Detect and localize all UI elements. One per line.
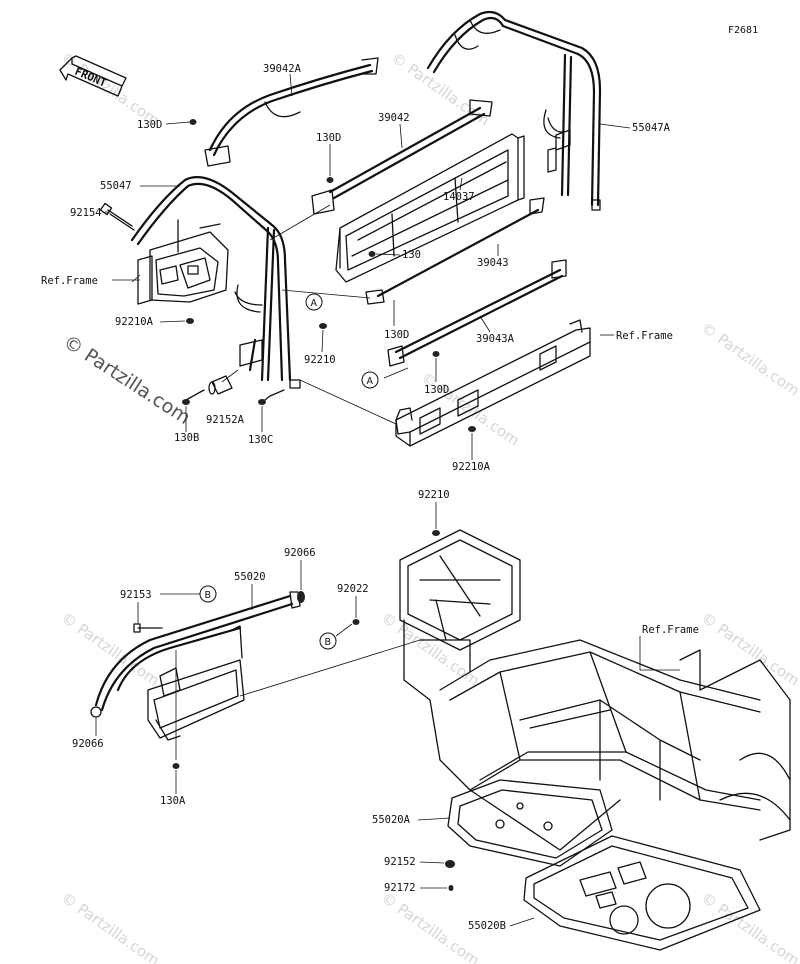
label-39042: 39042 [378, 112, 410, 124]
watermark-main: © Partzilla.com [59, 331, 194, 429]
label-92152: 92152 [384, 856, 416, 868]
part-92154-bolt [99, 202, 135, 231]
part-130C-bolt [258, 389, 285, 405]
callout-b-left: B [199, 585, 217, 603]
label-ref-frame: Ref.Frame [616, 330, 673, 342]
part-92152-collar [445, 860, 455, 868]
part-92153-bolt [133, 623, 163, 633]
part-130-screw [368, 251, 376, 257]
svg-text:A: A [367, 376, 374, 387]
part-main-frame [399, 529, 791, 851]
label-92172: 92172 [384, 882, 416, 894]
label-92210: 92210 [418, 489, 450, 501]
label-130C: 130C [248, 434, 273, 446]
part-39042-bar [311, 99, 493, 215]
label-92066: 92066 [284, 547, 316, 559]
label-130D: 130D [137, 119, 162, 131]
label-92210A: 92210A [115, 316, 154, 328]
label-39043: 39043 [477, 257, 509, 269]
watermark: © Partzilla.com [58, 889, 163, 964]
svg-text:A: A [311, 298, 318, 309]
callout-b-right: B [319, 632, 337, 650]
watermark: © Partzilla.com [698, 889, 800, 964]
part-92152A-collar [208, 369, 239, 395]
label-92022: 92022 [337, 583, 369, 595]
part-130A-screw [172, 763, 180, 769]
watermark: © Partzilla.com [58, 609, 163, 690]
label-55020B: 55020B [468, 920, 506, 932]
part-92210A-nut [468, 426, 476, 432]
part-130D-screw [432, 351, 440, 357]
part-92210-nut [319, 323, 327, 329]
label-130D: 130D [316, 132, 341, 144]
label-55047: 55047 [100, 180, 132, 192]
label-92153: 92153 [120, 589, 152, 601]
part-92172-screw [448, 885, 454, 891]
connection-lines-lower [160, 593, 680, 760]
part-92210A-nut [186, 318, 194, 324]
watermark: © Partzilla.com [698, 319, 800, 400]
label-130D: 130D [384, 329, 409, 341]
callout-a-lower: A [361, 371, 379, 389]
figure-code: F2681 [728, 25, 758, 36]
label-14037: 14037 [443, 191, 475, 203]
label-55020A: 55020A [372, 814, 411, 826]
watermark: © Partzilla.com [418, 369, 523, 450]
part-labels: 39042A 130D 130D 39042 55047 92154 Ref.F… [41, 63, 699, 932]
part-92022-washer [352, 619, 360, 625]
part-bracket-assembly [137, 219, 229, 305]
svg-text:B: B [325, 637, 332, 648]
label-92152A: 92152A [206, 414, 245, 426]
connection-lines [131, 204, 614, 425]
part-92210-nut [432, 530, 440, 536]
part-55020-guard [90, 591, 301, 741]
part-55020A-skid-plate [447, 779, 613, 867]
callout-a-upper: A [305, 293, 323, 311]
label-92066: 92066 [72, 738, 104, 750]
label-39042A: 39042A [263, 63, 302, 75]
label-92210: 92210 [304, 354, 336, 366]
label-55047A: 55047A [632, 122, 671, 134]
svg-text:B: B [205, 590, 212, 601]
watermark: © Partzilla.com [58, 49, 163, 130]
label-92210A: 92210A [452, 461, 491, 473]
part-130B-bolt [182, 389, 205, 405]
part-39042A-bar [204, 57, 379, 167]
label-130B: 130B [174, 432, 199, 444]
part-55047A-rear-hoop [426, 10, 602, 211]
label-130A: 130A [160, 795, 186, 807]
label-130D: 130D [424, 384, 449, 396]
label-39043A: 39043A [476, 333, 515, 345]
part-92066-cap [297, 591, 305, 603]
part-39043-bar [365, 197, 545, 305]
label-92154: 92154 [70, 207, 102, 219]
part-55047-front-hoop [130, 176, 301, 389]
label-130: 130 [402, 249, 421, 261]
label-ref-frame: Ref.Frame [642, 624, 699, 636]
watermark: © Partzilla.com [698, 609, 800, 690]
part-bed-rail [395, 319, 591, 447]
label-55020: 55020 [234, 571, 266, 583]
watermark: © Partzilla.com [378, 609, 483, 690]
label-ref-frame: Ref.Frame [41, 275, 98, 287]
part-55020B-skid-plate [523, 835, 761, 951]
part-14037-panel [335, 133, 525, 283]
